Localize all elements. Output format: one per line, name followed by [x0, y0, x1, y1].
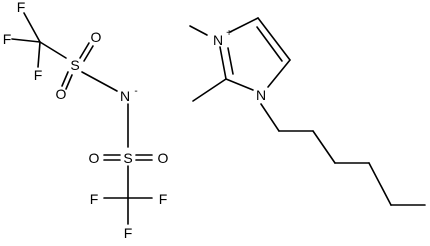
charge-plus: +	[226, 28, 232, 39]
bond-s1-o1-a	[79, 42, 90, 59]
bond-c2-methyl	[192, 78, 227, 102]
bond-c1-f1	[23, 12, 41, 43]
bond-c5-n1	[267, 59, 291, 88]
bond-s1-o2-b	[65, 74, 73, 90]
bond-s1-n	[81, 71, 118, 92]
atom-f-bot1: F	[90, 191, 99, 207]
bond-chain4-5	[368, 162, 392, 206]
bond-c4-c5-b	[256, 26, 283, 62]
atom-o-bottom1: O	[89, 150, 100, 166]
bond-c1-s1	[39, 41, 67, 59]
atom-n-ring-top: N	[213, 32, 223, 48]
bond-c4-c5-a	[257, 17, 291, 61]
bond-s1-o1-b	[83, 45, 94, 62]
bond-methyl-n3	[189, 25, 208, 36]
atom-n-ring-bottom: N	[256, 87, 266, 103]
atom-s-top: S	[70, 57, 79, 73]
atom-f-bot2: F	[159, 191, 168, 207]
bond-c2-n3-b	[227, 47, 234, 75]
atom-o-top1: O	[91, 29, 102, 45]
bond-chain2-3	[312, 130, 336, 164]
atom-o-top2: O	[56, 86, 67, 102]
atom-s-bottom: S	[123, 150, 132, 166]
bond-n1-c2	[225, 78, 254, 91]
bond-c2-n3-a	[219, 46, 227, 80]
bond-n1-chain1	[260, 103, 280, 132]
atom-o-bottom2: O	[158, 150, 169, 166]
bond-c1-f3	[37, 41, 41, 68]
bond-s1-o2-a	[61, 71, 69, 87]
atom-f-top3: F	[34, 67, 43, 83]
atom-f-bot3: F	[124, 225, 133, 241]
atom-f-top2: F	[3, 31, 12, 47]
atom-f-top1: F	[17, 0, 26, 15]
atom-n-sulfonyl: N	[120, 88, 130, 104]
bond-n3-c4	[229, 17, 259, 33]
bond-c1-f2	[11, 38, 41, 43]
charge-minus: -	[134, 86, 137, 97]
